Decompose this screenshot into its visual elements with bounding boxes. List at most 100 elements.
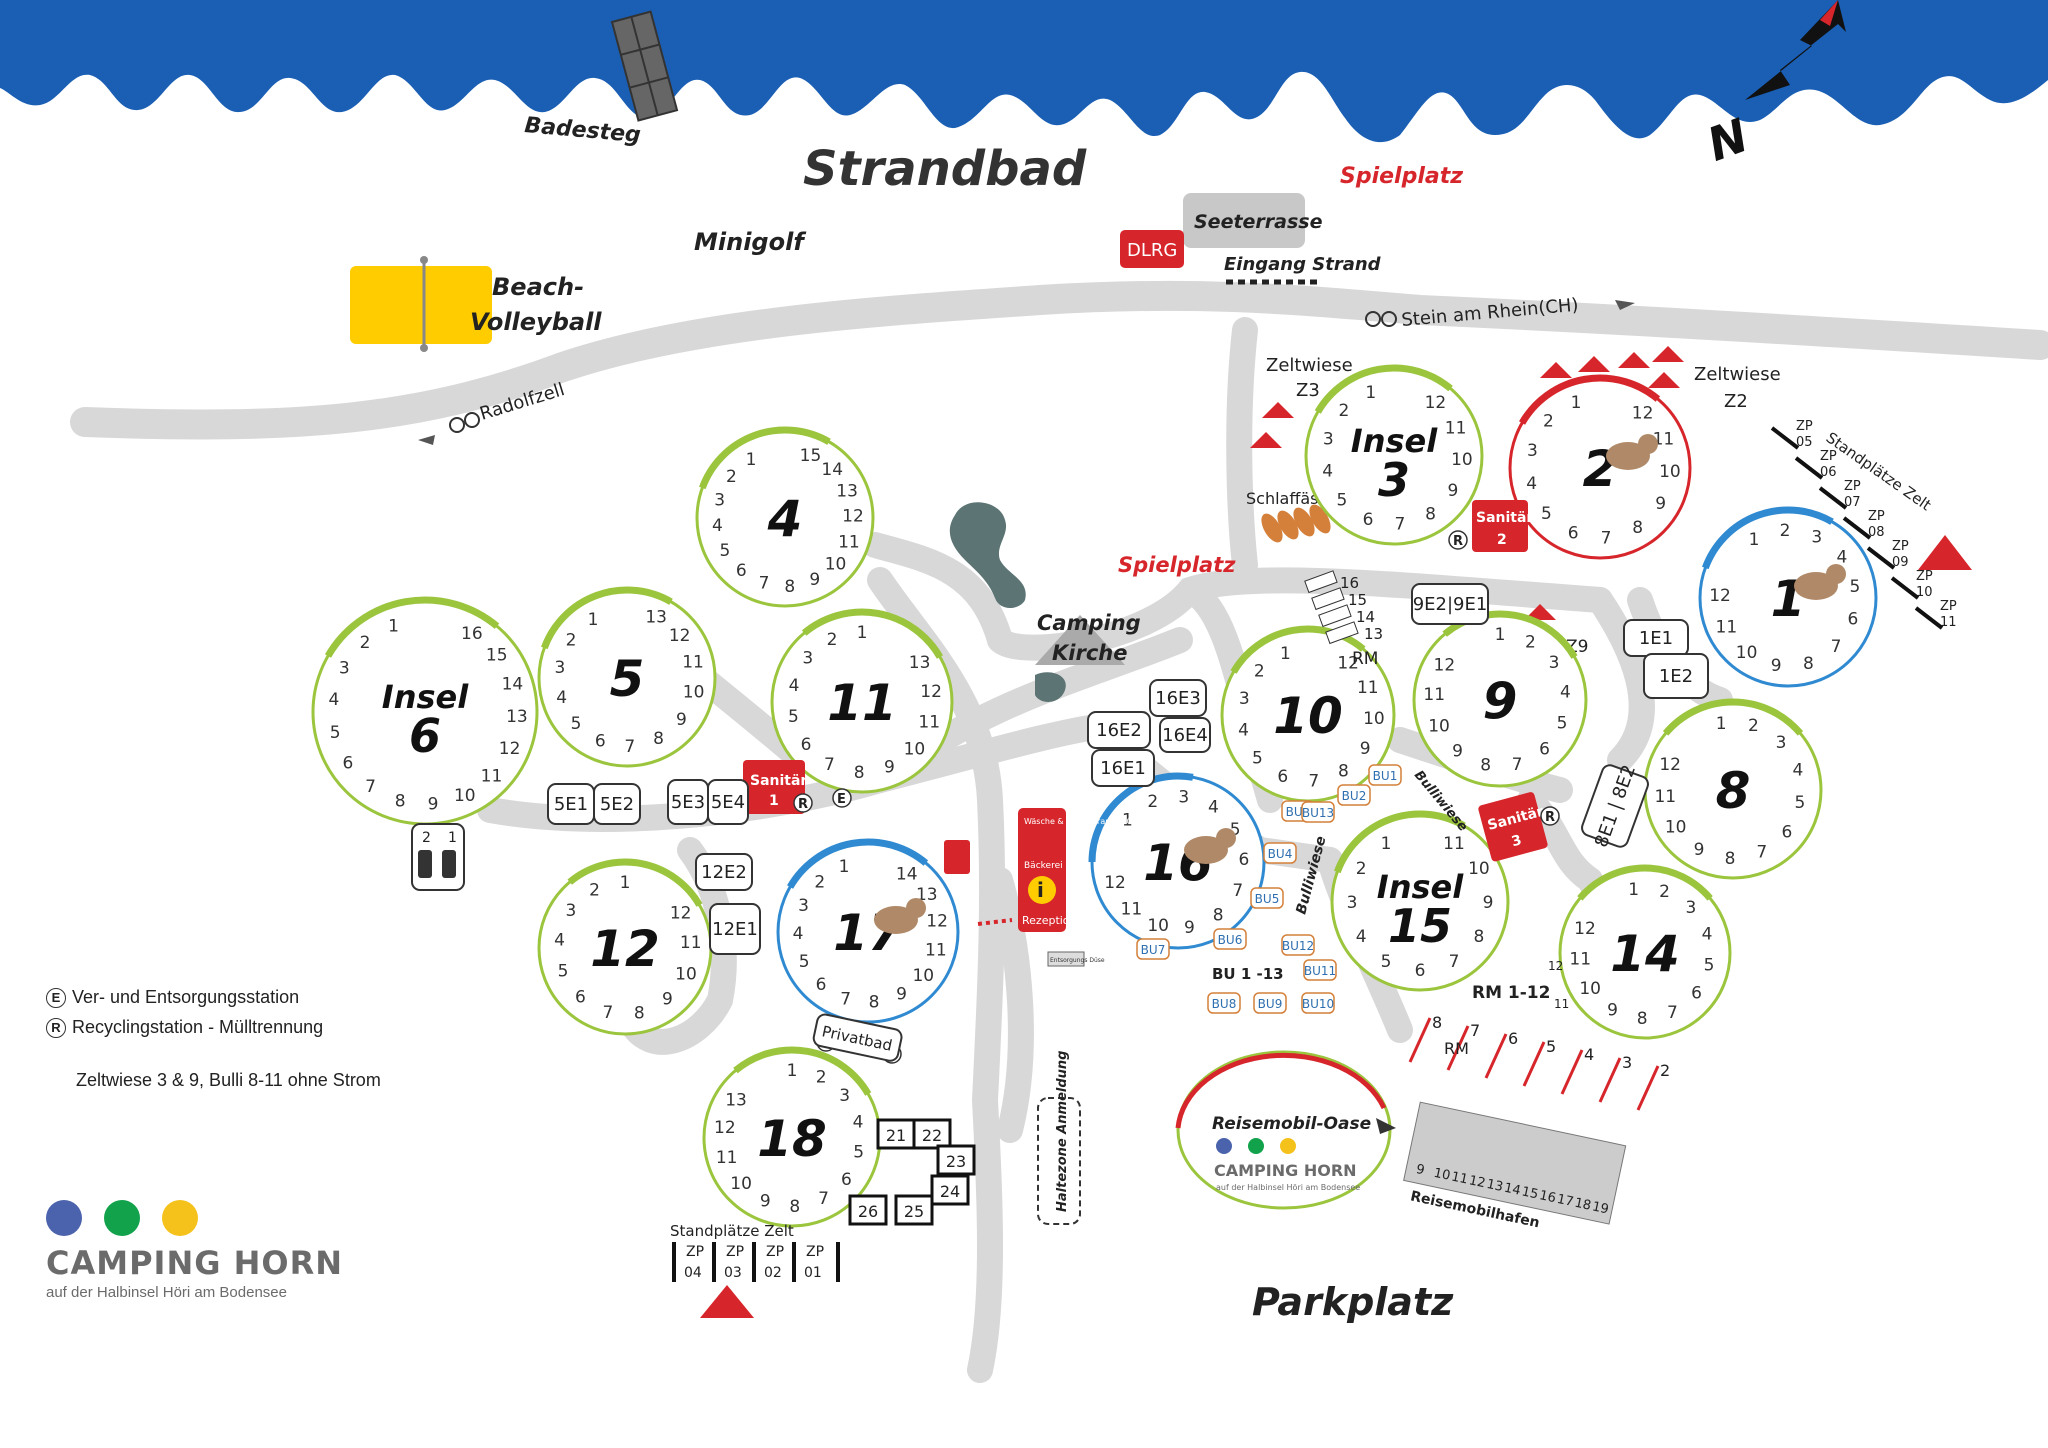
pitch-26[interactable]: 26 [848,1194,888,1226]
pitch-5e3[interactable]: 5E3 [667,779,709,825]
caravan-16[interactable]: 16 [1304,570,1359,594]
pitch-number: 6 [801,735,812,755]
caravan-13[interactable]: 13 [1325,621,1383,645]
pitch-number: 5 [1230,820,1241,840]
pitch-12e2[interactable]: 12E2 [695,853,753,891]
pitch-number: 6 [1239,850,1250,870]
pitch-number: 5 [1795,793,1806,813]
hafen-num-10: 10 [1432,1166,1451,1184]
rm-pitch-6[interactable]: 6 [1484,1029,1518,1079]
pitch-number: 10 [1363,709,1385,729]
pitch-16e3[interactable]: 16E3 [1149,679,1207,717]
bu-pitch-13[interactable]: BU13 [1301,801,1335,823]
rm-pitch-7[interactable]: 7 [1446,1021,1480,1071]
pitch-number: 3 [1347,893,1358,913]
sanitaer-2-num: 2 [1497,532,1507,548]
pitch-16e3-label: 16E3 [1155,688,1201,709]
pitch-12e1[interactable]: 12E1 [709,903,761,955]
sanitaer-1[interactable]: Sanitär 1 [743,760,807,814]
rezeption-building[interactable]: Wäsche & Kühlschrank (UG) Bäckerei i Rez… [1018,808,1136,932]
pitch-number: 5 [788,707,799,727]
pitch-1e1[interactable]: 1E1 [1623,619,1689,657]
pitch-23[interactable]: 23 [936,1144,976,1176]
pitch-16e2[interactable]: 16E2 [1087,711,1151,749]
pitch-number: 16 [461,624,483,644]
rm-pitch-2[interactable]: 2 [1636,1061,1670,1111]
pitch-5e4[interactable]: 5E4 [707,779,749,825]
bu-pitch-6[interactable]: BU6 [1213,928,1247,950]
pitch-22[interactable]: 22 [912,1118,952,1150]
haltezone: Haltezone Anmeldung [1037,1051,1081,1225]
sanitaer-2[interactable]: Sanitär 2 [1472,500,1533,552]
pitch-number: 10 [1659,462,1681,482]
pitch-number: 5 [720,541,731,561]
pitch-number: 12 [499,739,521,759]
pitch-number: 1 [1716,714,1727,734]
pitch-16e1[interactable]: 16E1 [1091,749,1155,787]
sanitaer-3[interactable]: Sanitär 3 [1477,790,1552,862]
island-number: 4 [767,490,803,548]
rm-pitch-5[interactable]: 5 [1522,1037,1556,1087]
bu-pitch-11[interactable]: BU11 [1303,959,1337,981]
pitch-number: 12 [714,1118,736,1138]
hafen-num-9: 9 [1415,1162,1426,1178]
pitch-5e1[interactable]: 5E1 [547,783,595,825]
rm-pitch-3[interactable]: 3 [1598,1053,1632,1103]
bu-pitch-12[interactable]: BU12 [1281,934,1315,956]
rm-num: 7 [1470,1021,1480,1040]
pitch-8e[interactable]: 8E1 | 8E2 [1578,757,1653,854]
bu-pitch-10[interactable]: BU10 [1301,992,1335,1014]
bu-pitch-1[interactable]: BU1 [1368,764,1402,786]
bu-pitch-8[interactable]: BU8 [1207,992,1241,1014]
caravan-15[interactable]: 15 [1311,587,1367,611]
pitch-16e4[interactable]: 16E4 [1159,717,1211,753]
bu-pitch-4[interactable]: BU4 [1263,842,1297,864]
pitch-5e2[interactable]: 5E2 [593,783,641,825]
pitch-number: 8 [395,792,406,812]
pitch-number: 2 [816,1068,827,1088]
bu-pitch-9[interactable]: BU9 [1253,992,1287,1014]
bu-pitch-7[interactable]: BU7 [1136,938,1170,960]
bu-pitch-5[interactable]: BU5 [1250,887,1284,909]
caravan-14[interactable]: 14 [1318,604,1375,628]
pitch-1e2[interactable]: 1E2 [1643,653,1709,699]
rm-pitch-8[interactable]: 8 [1408,1013,1442,1063]
reisemobil-oase: Reisemobil-Oase CAMPING HORN auf der Hal… [1175,1050,1396,1210]
pitch-21[interactable]: 21 [876,1118,916,1150]
pitch-24[interactable]: 24 [930,1174,970,1206]
rm-pitch-4[interactable]: 4 [1560,1045,1594,1095]
pitch-25[interactable]: 25 [894,1194,934,1226]
pitch-9e[interactable]: 9E2|9E1 [1411,583,1489,625]
bu-pitch-2[interactable]: BU2 [1337,784,1371,806]
pitch-number: 7 [365,777,376,797]
pitch-number: 6 [1782,822,1793,842]
